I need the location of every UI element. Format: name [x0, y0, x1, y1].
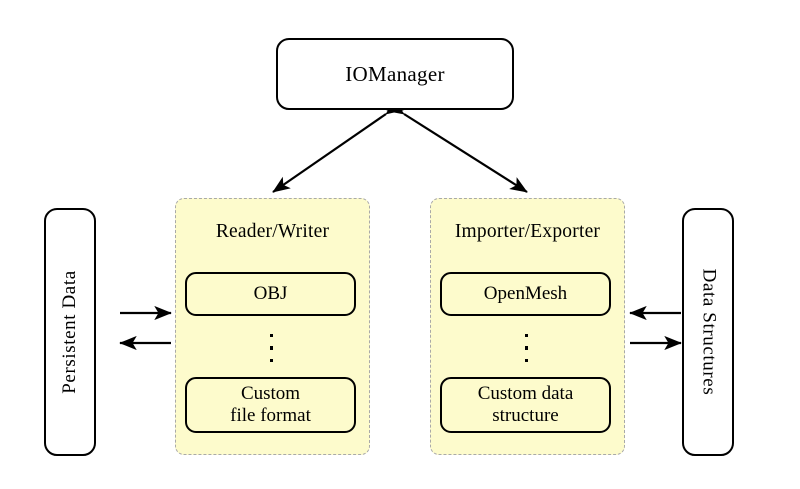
item-custom-file-format-line-2: file format — [230, 405, 311, 426]
reader-writer-ellipsis-icon — [269, 334, 274, 362]
item-obj-line-1: OBJ — [253, 282, 288, 304]
arrow-manager-importer-exporter — [386, 99, 528, 193]
item-custom-data-structure[interactable]: Custom data structure — [440, 377, 611, 433]
persistent-data-box[interactable]: Persistent Data — [44, 208, 96, 456]
data-structures-label: Data Structures — [698, 268, 719, 396]
item-openmesh-line-1: OpenMesh — [483, 282, 568, 304]
arrow-manager-reader-writer — [272, 98, 404, 193]
item-openmesh[interactable]: OpenMesh — [440, 272, 611, 316]
item-custom-data-structure-line-1: Custom data — [477, 382, 574, 404]
data-structures-box[interactable]: Data Structures — [682, 208, 734, 456]
group-importer-exporter[interactable]: Importer/Exporter OpenMesh Custom data s… — [430, 198, 625, 455]
group-reader-writer-title: Reader/Writer — [215, 221, 330, 242]
group-importer-exporter-title: Importer/Exporter — [454, 221, 601, 242]
io-manager-box[interactable]: IOManager — [276, 38, 514, 110]
io-manager-label: IOManager — [345, 61, 445, 86]
item-custom-file-format[interactable]: Custom file format — [185, 377, 356, 433]
item-custom-file-format-line-1: Custom — [240, 382, 301, 404]
persistent-data-label: Persistent Data — [59, 270, 81, 394]
item-custom-data-structure-line-2: structure — [492, 405, 559, 426]
importer-exporter-ellipsis-icon — [524, 334, 529, 362]
group-reader-writer[interactable]: Reader/Writer OBJ Custom file format — [175, 198, 370, 455]
item-obj[interactable]: OBJ — [185, 272, 356, 316]
